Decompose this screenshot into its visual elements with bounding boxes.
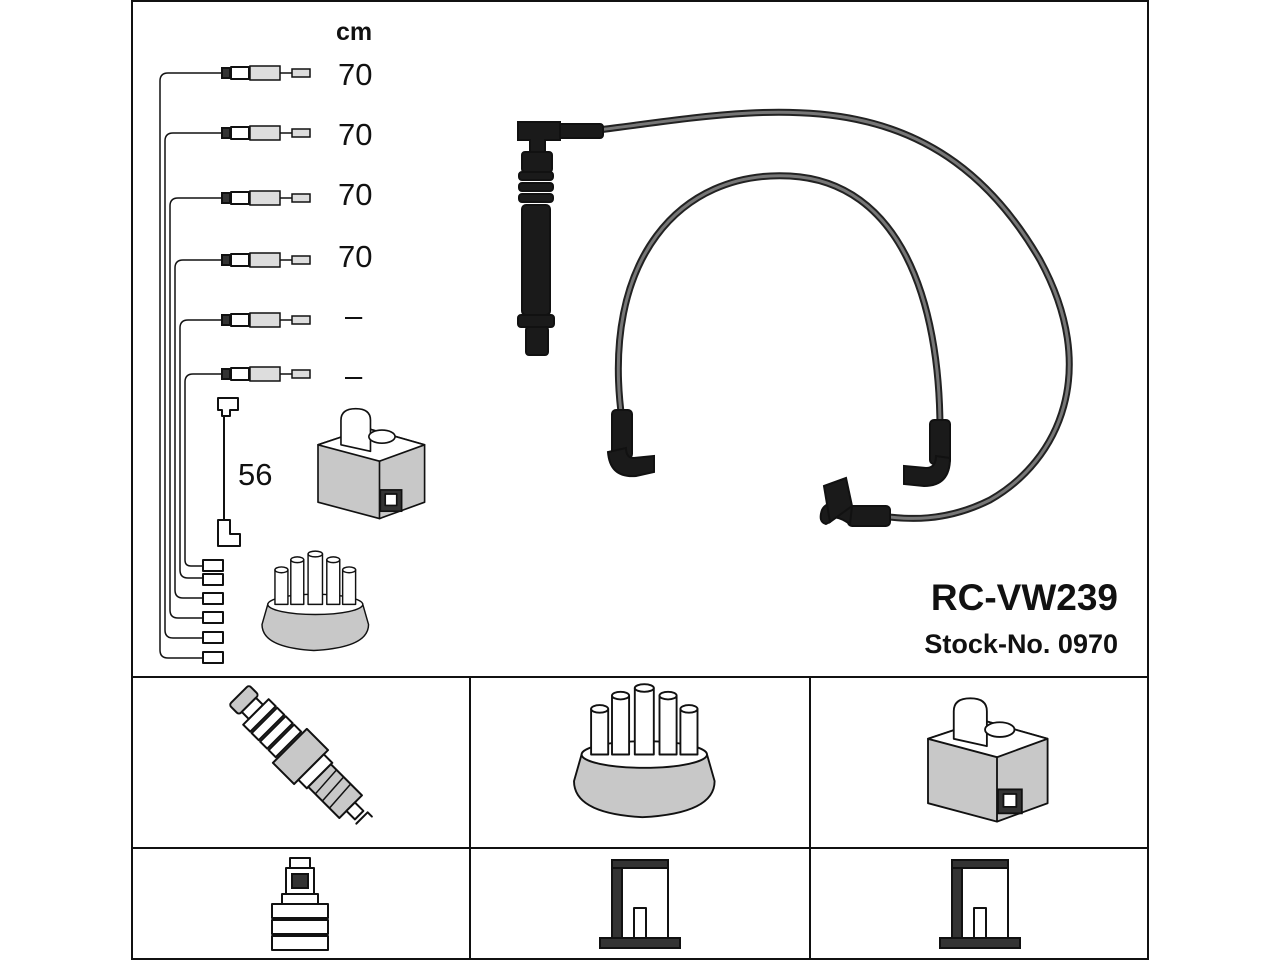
angled-boot-bottom xyxy=(819,476,891,527)
lead-length-2: 70 xyxy=(338,117,372,152)
lead-length-4: 70 xyxy=(338,239,372,274)
lead-length-5: – xyxy=(345,298,363,333)
ignition-coil-icon xyxy=(927,697,1049,823)
frame-grid xyxy=(131,0,1149,960)
lead-terminals xyxy=(221,65,311,382)
distributor-cap-icon xyxy=(573,683,716,819)
ignition-cable-photo-icon xyxy=(517,108,1073,527)
unit-label: cm xyxy=(336,18,372,46)
ignition-coil-icon xyxy=(317,407,426,520)
lead-length-6: – xyxy=(345,358,363,393)
coil-lead-icon xyxy=(217,397,241,547)
model-number: RC-VW239 xyxy=(931,577,1118,618)
distributor-cap-icon xyxy=(261,550,370,652)
straight-boot xyxy=(517,121,604,356)
coil-lead-length: 56 xyxy=(238,457,272,492)
angled-boot-left xyxy=(606,409,655,478)
distributor-connector-icon xyxy=(599,859,681,949)
ignition-lead-set-icon xyxy=(159,65,311,664)
angled-boot-right xyxy=(903,419,952,488)
spark-plug-terminal-icon xyxy=(271,857,329,951)
cap-end-connectors xyxy=(202,559,224,664)
spark-plug-icon xyxy=(229,685,373,825)
lead-length-3: 70 xyxy=(338,177,372,212)
lead-length-1: 70 xyxy=(338,57,372,92)
coil-connector-icon xyxy=(939,859,1021,949)
stock-number: Stock-No. 0970 xyxy=(924,629,1118,659)
